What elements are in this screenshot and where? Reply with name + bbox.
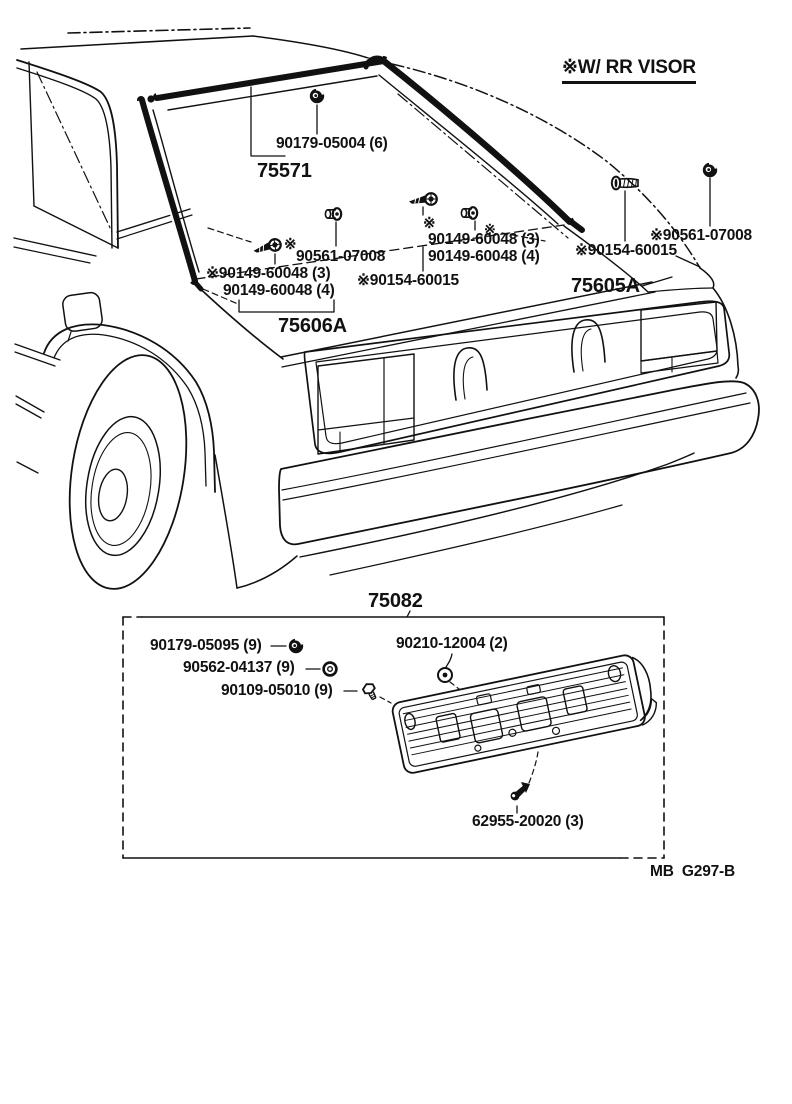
pn-90179-05004: 90179-05004 (6)	[276, 135, 388, 152]
asterisk-right-cluster: ※	[423, 215, 436, 232]
bolt-icon	[360, 680, 380, 703]
grommet-icon	[460, 206, 479, 220]
code-mb-g297-b: MB G297-B	[650, 863, 735, 880]
pn-90562-04137: 90562-04137 (9)	[183, 659, 295, 676]
screw-stud-icon	[407, 192, 438, 206]
detail-box-75082	[122, 610, 665, 859]
pn-75082: 75082	[368, 590, 423, 612]
pn-62955-20020: 62955-20020 (3)	[472, 813, 584, 830]
note-rr-visor: ※W/ RR VISOR	[562, 58, 696, 84]
pn-90149-60048-3-right: 90149-60048 (3)	[428, 231, 540, 248]
screw-stud-icon	[251, 237, 283, 256]
car-rear-line-art	[13, 27, 760, 590]
license-plate-bracket-drawing	[391, 654, 658, 774]
hex-nut-icon	[308, 87, 326, 105]
leader-lines-upper	[202, 86, 711, 313]
pn-90149-60048-4-right: 90149-60048 (4)	[428, 248, 540, 265]
pn-90154-60015-left: ※90154-60015	[357, 272, 459, 289]
asterisk-on-drawing: ※	[484, 221, 496, 237]
pn-90149-60048-3-left: ※90149-60048 (3)	[206, 265, 331, 282]
washer-nut-icon	[437, 667, 453, 683]
hex-nut-icon	[287, 637, 305, 655]
pn-90154-60015-right: ※90154-60015	[575, 242, 677, 259]
asterisk-left: ※	[284, 236, 297, 253]
hex-nut-icon	[701, 161, 719, 179]
pn-90109-05010: 90109-05010 (9)	[221, 682, 333, 699]
pan-screw-icon	[610, 175, 639, 191]
pn-90561-07008-left: 90561-07008	[296, 248, 386, 265]
pn-75605A: 75605A	[571, 275, 640, 297]
grommet-icon	[324, 207, 343, 221]
pn-90561-07008-right: ※90561-07008	[650, 227, 752, 244]
pn-75571: 75571	[257, 160, 312, 182]
ring-grommet-icon	[322, 661, 338, 677]
pn-90149-60048-4-left: 90149-60048 (4)	[223, 282, 335, 299]
pn-90179-05095: 90179-05095 (9)	[150, 637, 262, 654]
pn-75606A: 75606A	[278, 315, 347, 337]
pn-90210-12004: 90210-12004 (2)	[396, 635, 508, 652]
